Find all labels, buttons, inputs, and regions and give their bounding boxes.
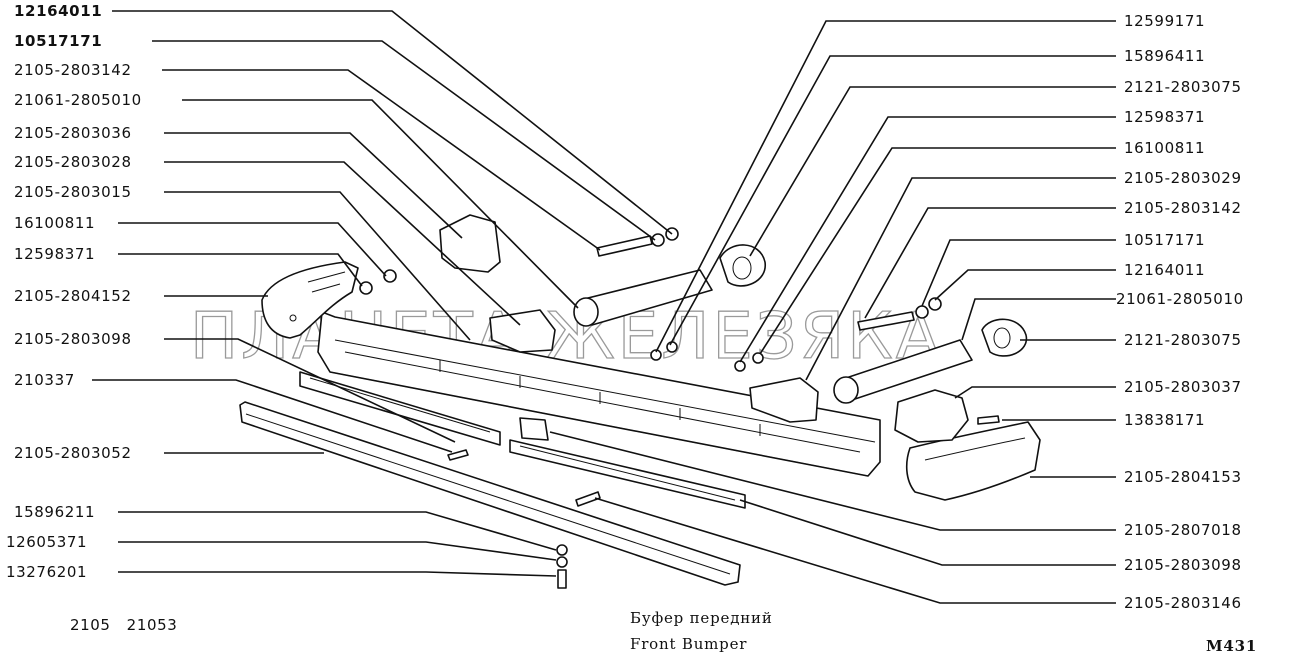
nut-left-a xyxy=(383,269,397,283)
right-label: 2105-2803037 xyxy=(1124,378,1242,396)
left-label: 2105-2803098 xyxy=(14,330,132,348)
nut-right-b xyxy=(752,352,764,364)
nut-left-b xyxy=(359,281,373,295)
right-label: 10517171 xyxy=(1124,231,1205,249)
leader-lines xyxy=(92,10,1116,604)
left-label: 21061-2805010 xyxy=(14,91,142,109)
nut-center-b xyxy=(666,341,678,353)
right-label: 13838171 xyxy=(1124,411,1205,429)
diagram-code: M431 xyxy=(1206,637,1257,655)
left-label: 12164011 xyxy=(14,2,102,20)
bracket-lower-left xyxy=(489,309,556,353)
absorber-right xyxy=(833,297,1028,404)
lower-trim-strip xyxy=(239,401,741,586)
right-label: 12599171 xyxy=(1124,12,1205,30)
parts-drawing xyxy=(239,214,1041,589)
left-label: 10517171 xyxy=(14,32,102,50)
bumper-beam xyxy=(317,311,881,477)
right-label: 15896411 xyxy=(1124,47,1205,65)
bracket-upper-left xyxy=(439,214,501,273)
bracket-lower-right xyxy=(749,377,819,423)
left-label: 2105-2803036 xyxy=(14,124,132,142)
left-label: 16100811 xyxy=(14,214,95,232)
right-label: 2121-2803075 xyxy=(1124,331,1242,349)
bolt-210337 xyxy=(447,449,469,461)
left-label: 2105-2803052 xyxy=(14,444,132,462)
under-rail-right xyxy=(509,439,746,509)
right-label: 2105-2803146 xyxy=(1124,594,1242,612)
right-labels: 12599171 15896411 2121-2803075 12598371 … xyxy=(1116,12,1244,612)
left-label: 2105-2803028 xyxy=(14,153,132,171)
bolt-13276201 xyxy=(557,569,567,589)
left-labels: 12164011 10517171 2105-2803142 21061-280… xyxy=(6,2,142,581)
title-russian: Буфер передний xyxy=(630,609,773,627)
right-label: 2121-2803075 xyxy=(1124,78,1242,96)
bumper-side-left xyxy=(261,261,359,339)
right-label: 2105-2803029 xyxy=(1124,169,1242,187)
right-label: 2105-2803142 xyxy=(1124,199,1242,217)
left-label: 12605371 xyxy=(6,533,87,551)
right-label: 12598371 xyxy=(1124,108,1205,126)
washer-15896211 xyxy=(556,544,568,556)
right-label: 12164011 xyxy=(1124,261,1205,279)
left-label: 13276201 xyxy=(6,563,87,581)
center-bracket xyxy=(519,417,549,441)
bolt-2105-2803146 xyxy=(575,491,601,507)
right-label: 2105-2804153 xyxy=(1124,468,1242,486)
screw-13838171 xyxy=(977,415,1000,425)
washer-12605371 xyxy=(556,556,568,568)
model-numbers: 2105 21053 xyxy=(70,616,177,634)
nut-right-a xyxy=(734,360,746,372)
left-label: 2105-2804152 xyxy=(14,287,132,305)
right-label: 2105-2807018 xyxy=(1124,521,1242,539)
left-label: 210337 xyxy=(14,371,75,389)
right-label: 2105-2803098 xyxy=(1124,556,1242,574)
left-label: 2105-2803142 xyxy=(14,61,132,79)
right-label: 16100811 xyxy=(1124,139,1205,157)
left-label: 12598371 xyxy=(14,245,95,263)
left-label: 15896211 xyxy=(14,503,95,521)
title-english: Front Bumper xyxy=(630,635,747,653)
right-label: 21061-2805010 xyxy=(1116,290,1244,308)
bracket-upper-right xyxy=(894,389,969,443)
left-label: 2105-2803015 xyxy=(14,183,132,201)
nut-center-a xyxy=(650,349,662,361)
